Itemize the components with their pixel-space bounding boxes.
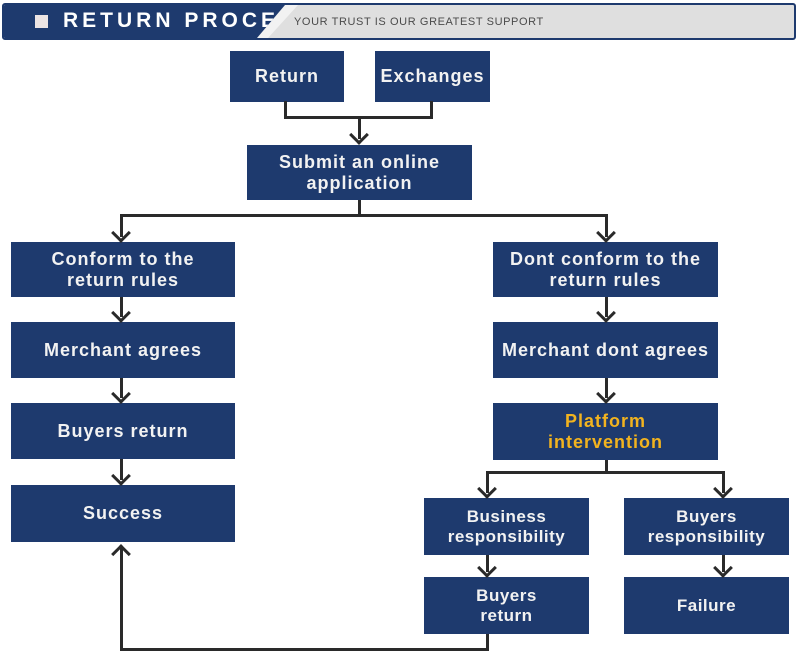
node-buyers-return-left: Buyers return — [11, 403, 235, 459]
arrowhead-merchant-to-platform — [596, 384, 616, 404]
node-failure: Failure — [624, 577, 789, 634]
header-tagline: YOUR TRUST IS OUR GREATEST SUPPORT — [294, 15, 544, 28]
connector-buyersresp-to-failure — [722, 555, 725, 572]
node-buyers-return-right: Buyers return — [424, 577, 589, 634]
connector-feedback-horizontal — [120, 648, 489, 651]
header-banner: RETURN PROCESS YOUR TRUST IS OUR GREATES… — [2, 3, 796, 40]
connector-submit-stub — [358, 200, 361, 216]
connector-merchant-to-buyers — [120, 378, 123, 398]
arrowhead-buyersresp-drop — [713, 479, 733, 499]
connector-feedback-drop — [486, 634, 489, 651]
connector-to-submit — [358, 116, 361, 139]
arrowhead-left-branch — [111, 223, 131, 243]
arrowhead-merchant-to-buyers — [111, 384, 131, 404]
connector-dontconform-to-merchant — [605, 297, 608, 317]
connector-buyersresp-drop — [722, 471, 725, 493]
node-submit-application: Submit an online application — [247, 145, 472, 200]
connector-business-to-return — [486, 555, 489, 572]
page-title: RETURN PROCESS — [63, 9, 316, 32]
node-platform-intervention: Platform intervention — [493, 403, 718, 460]
connector-main-split-horizontal — [120, 214, 607, 217]
arrowhead-conform-to-merchant — [111, 303, 131, 323]
arrowhead-business-drop — [477, 479, 497, 499]
node-merchant-agrees: Merchant agrees — [11, 322, 235, 378]
arrowhead-buyers-to-success — [111, 466, 131, 486]
connector-left-branch-drop — [120, 214, 123, 237]
connector-feedback-rise — [120, 548, 123, 650]
node-buyers-responsibility: Buyers responsibility — [624, 498, 789, 555]
arrowhead-to-submit — [349, 125, 369, 145]
node-exchanges: Exchanges — [375, 51, 490, 102]
node-conform-rules: Conform to the return rules — [11, 242, 235, 297]
arrowhead-feedback-to-success — [111, 544, 131, 564]
connector-platform-split-horizontal — [486, 471, 725, 474]
arrowhead-buyersresp-to-failure — [713, 558, 733, 578]
connector-right-branch-drop — [605, 214, 608, 237]
node-dont-conform-rules: Dont conform to the return rules — [493, 242, 718, 297]
node-merchant-dont-agrees: Merchant dont agrees — [493, 322, 718, 378]
connector-business-drop — [486, 471, 489, 493]
connector-return-stub — [284, 101, 287, 119]
square-bullet-icon — [35, 15, 48, 28]
connector-platform-stub — [605, 460, 608, 473]
arrowhead-right-branch — [596, 223, 616, 243]
arrowhead-dontconform-to-merchant — [596, 303, 616, 323]
header-title-block: RETURN PROCESS — [4, 5, 285, 38]
node-business-responsibility: Business responsibility — [424, 498, 589, 555]
arrowhead-business-to-return — [477, 558, 497, 578]
node-success: Success — [11, 485, 235, 542]
connector-merchant-to-platform — [605, 378, 608, 398]
connector-exchanges-stub — [430, 101, 433, 119]
node-return: Return — [230, 51, 344, 102]
connector-buyers-to-success — [120, 459, 123, 480]
connector-conform-to-merchant — [120, 297, 123, 317]
